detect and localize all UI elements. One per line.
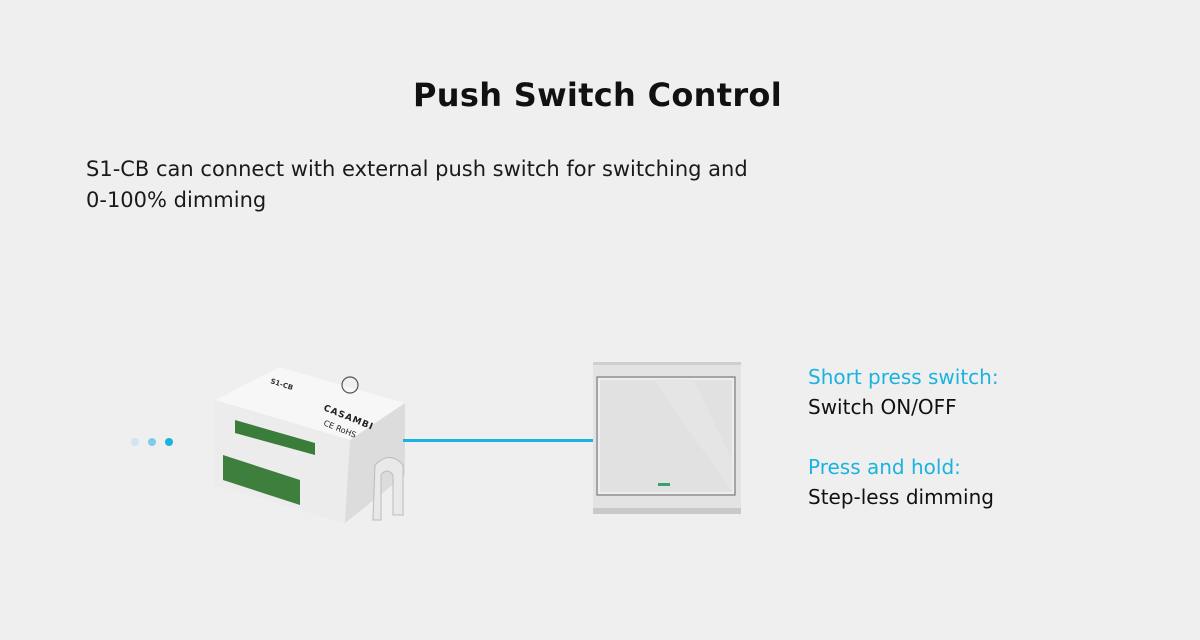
mode-heading: Press and hold: bbox=[808, 455, 961, 479]
page-title: Push Switch Control bbox=[413, 76, 782, 114]
mode-heading: Short press switch: bbox=[808, 365, 999, 389]
dot-light bbox=[131, 438, 139, 446]
mode-press-hold: Press and hold: Step-less dimming bbox=[808, 452, 994, 512]
dot-mid bbox=[148, 438, 156, 446]
mode-detail: Switch ON/OFF bbox=[808, 395, 957, 419]
indicator-led bbox=[658, 483, 670, 486]
connection-wire bbox=[403, 439, 596, 442]
mode-detail: Step-less dimming bbox=[808, 485, 994, 509]
signal-dots-icon bbox=[131, 438, 173, 446]
description: S1-CB can connect with external push swi… bbox=[86, 157, 748, 212]
dot-dark bbox=[165, 438, 173, 446]
mode-short-press: Short press switch: Switch ON/OFF bbox=[808, 362, 999, 422]
s1-cb-device-image: S1-CB CASAMBI CE RoHS bbox=[215, 367, 405, 523]
push-switch-image bbox=[593, 362, 741, 514]
